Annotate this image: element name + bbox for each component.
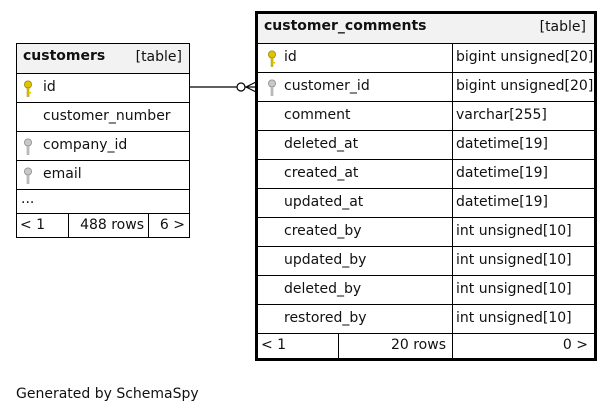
column-name: id	[43, 79, 56, 95]
column-row-id[interactable]: id bigint unsigned[20]	[258, 43, 594, 72]
column-row-deleted-by[interactable]: deleted_by int unsigned[10]	[258, 275, 594, 304]
column-row-customer-number[interactable]: customer_number	[17, 102, 189, 131]
table-header: customers [table]	[17, 44, 189, 73]
child-count[interactable]: 6 >	[159, 217, 185, 233]
column-row-updated-at[interactable]: updated_at datetime[19]	[258, 188, 594, 217]
column-row-created-by[interactable]: created_by int unsigned[10]	[258, 217, 594, 246]
more-columns-indicator: ...	[21, 191, 35, 207]
column-row-customer-id[interactable]: customer_id bigint unsigned[20]	[258, 72, 594, 101]
column-name: comment	[284, 107, 351, 123]
row-count: 20 rows	[390, 337, 446, 353]
table-kind: [table]	[539, 19, 586, 35]
relationship-connector	[189, 81, 257, 93]
column-type: int unsigned[10]	[456, 281, 572, 297]
table-footer: < 1 20 rows 0 >	[258, 333, 594, 358]
column-name: company_id	[43, 137, 128, 153]
column-name: restored_by	[284, 310, 367, 326]
table-name: customer_comments	[264, 18, 427, 34]
more-columns-row[interactable]: ...	[17, 189, 189, 213]
column-name: created_at	[284, 165, 359, 181]
key-icon	[23, 167, 33, 188]
column-row-updated-by[interactable]: updated_by int unsigned[10]	[258, 246, 594, 275]
column-row-comment[interactable]: comment varchar[255]	[258, 101, 594, 130]
column-type: datetime[19]	[456, 165, 548, 181]
column-row-email[interactable]: email	[17, 160, 189, 189]
column-name: updated_at	[284, 194, 364, 210]
child-count[interactable]: 0 >	[562, 337, 588, 353]
parent-count[interactable]: < 1	[20, 217, 46, 233]
column-row-restored-by[interactable]: restored_by int unsigned[10]	[258, 304, 594, 333]
table-footer: < 1 488 rows 6 >	[17, 213, 189, 237]
column-row-company-id[interactable]: company_id	[17, 131, 189, 160]
column-name: deleted_by	[284, 281, 362, 297]
table-kind: [table]	[135, 49, 182, 65]
parent-count[interactable]: < 1	[261, 337, 287, 353]
key-icon	[23, 138, 33, 159]
column-name: customer_number	[43, 108, 171, 124]
column-name: deleted_at	[284, 136, 359, 152]
generated-by-label: Generated by SchemaSpy	[16, 386, 199, 402]
column-type: int unsigned[10]	[456, 310, 572, 326]
column-type: datetime[19]	[456, 136, 548, 152]
customers-table[interactable]: customers [table] id customer_number com…	[16, 43, 190, 238]
column-name: created_by	[284, 223, 362, 239]
column-type: int unsigned[10]	[456, 223, 572, 239]
column-name: id	[284, 49, 297, 65]
table-header: customer_comments [table]	[258, 14, 594, 43]
column-type: bigint unsigned[20]	[456, 78, 594, 94]
column-type: varchar[255]	[456, 107, 547, 123]
column-row-created-at[interactable]: created_at datetime[19]	[258, 159, 594, 188]
column-type: int unsigned[10]	[456, 252, 572, 268]
column-name: email	[43, 166, 82, 182]
key-icon	[23, 80, 33, 101]
customer-comments-table[interactable]: customer_comments [table] id bigint unsi…	[255, 11, 597, 361]
column-name: customer_id	[284, 78, 370, 94]
column-row-deleted-at[interactable]: deleted_at datetime[19]	[258, 130, 594, 159]
key-icon	[267, 50, 277, 71]
key-icon	[267, 79, 277, 100]
column-type: datetime[19]	[456, 194, 548, 210]
column-type: bigint unsigned[20]	[456, 49, 594, 65]
row-count: 488 rows	[80, 217, 144, 233]
table-name: customers	[23, 48, 106, 64]
column-name: updated_by	[284, 252, 367, 268]
column-row-id[interactable]: id	[17, 73, 189, 102]
